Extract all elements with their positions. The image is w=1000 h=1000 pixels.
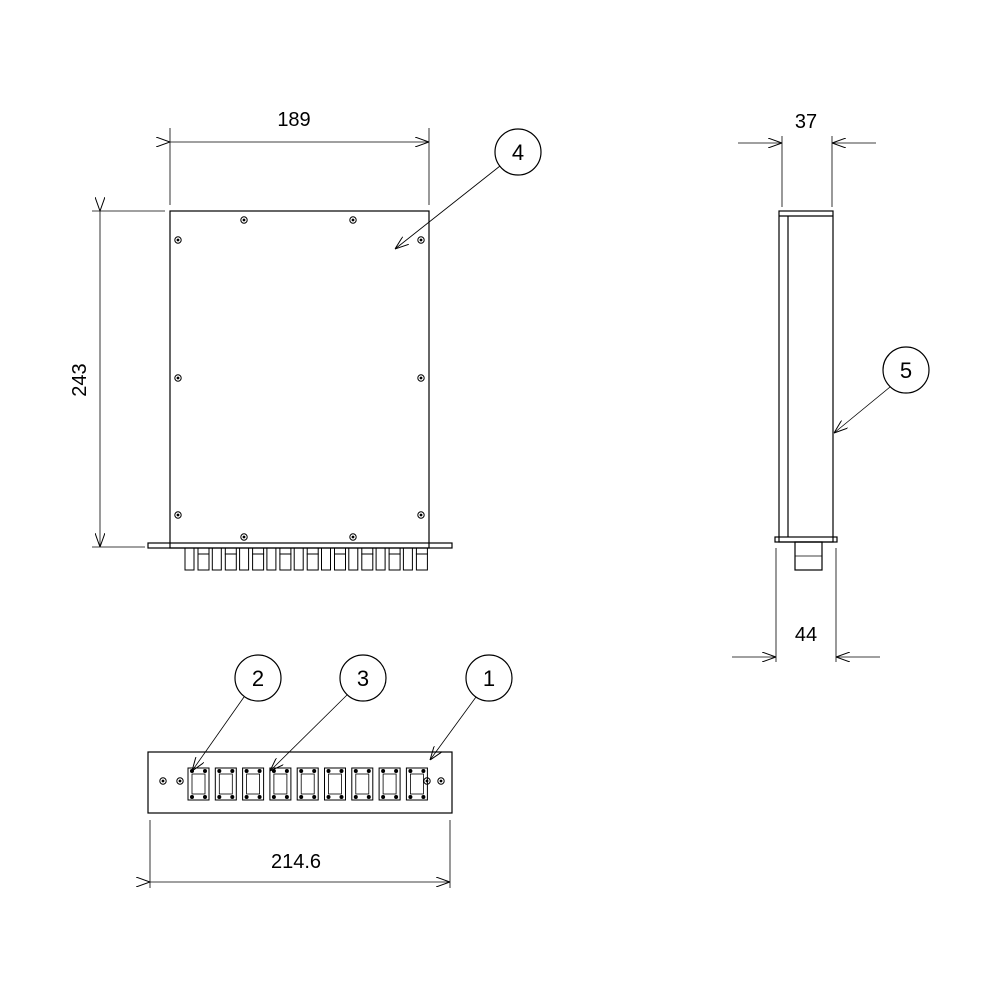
port-connector	[402, 547, 428, 571]
dimension-label-width-top: 189	[277, 109, 310, 131]
balloon-2-label: 2	[252, 666, 264, 691]
port-connector	[211, 547, 237, 571]
front-mount-flange	[147, 542, 453, 549]
port-connector	[348, 547, 374, 571]
port-adapter	[378, 767, 401, 801]
port-adapter	[187, 767, 210, 801]
balloon-3-label: 3	[357, 666, 369, 691]
side-view	[774, 210, 838, 571]
balloon-1: 1	[430, 654, 513, 760]
screw-icon	[417, 236, 425, 244]
screw-icon	[174, 236, 182, 244]
screw-icon	[437, 777, 445, 785]
screw-icon	[417, 511, 425, 519]
port-adapter	[242, 767, 265, 801]
balloon-4-label: 4	[512, 140, 524, 165]
port-connector	[184, 547, 210, 571]
screw-icon	[174, 511, 182, 519]
port-connector	[375, 547, 401, 571]
screw-icon	[174, 374, 182, 382]
balloon-5: 5	[834, 346, 930, 433]
port-adapter	[324, 767, 346, 801]
dimension-width-bottom: 214.6	[150, 820, 451, 888]
dimension-depth-bottom: 44	[732, 548, 880, 662]
bottom-port-row	[187, 767, 428, 801]
balloon-1-label: 1	[483, 666, 495, 691]
screw-icon	[240, 533, 248, 541]
dimension-depth-top: 37	[738, 111, 876, 207]
port-adapter	[405, 767, 428, 801]
port-connector	[266, 547, 292, 571]
front-screws	[174, 216, 425, 541]
balloon-2: 2	[192, 654, 282, 771]
balloon-3: 3	[270, 654, 387, 771]
dimension-label-width-bottom: 214.6	[271, 851, 321, 873]
port-adapter	[269, 767, 292, 801]
front-panel-outline	[169, 210, 430, 549]
screw-icon	[240, 216, 248, 224]
dimension-label-height: 243	[69, 363, 91, 396]
screw-icon	[349, 216, 357, 224]
screw-icon	[176, 777, 184, 785]
bottom-screws	[159, 777, 445, 785]
port-connector	[239, 547, 265, 571]
port-adapter	[214, 767, 237, 801]
dimension-label-depth-top: 37	[795, 111, 817, 133]
port-adapter	[351, 767, 374, 801]
port-adapter	[296, 767, 319, 801]
dimension-label-depth-bottom: 44	[795, 624, 817, 646]
front-port-row	[184, 547, 428, 571]
front-view	[147, 210, 453, 571]
screw-icon	[417, 374, 425, 382]
port-connector	[293, 547, 319, 571]
bottom-view	[147, 751, 453, 814]
bottom-panel-outline	[147, 751, 453, 814]
screw-icon	[159, 777, 167, 785]
dimension-width-top: 189	[170, 109, 430, 205]
dimension-height: 243	[69, 211, 165, 548]
port-connector	[321, 547, 346, 571]
screw-icon	[349, 533, 357, 541]
balloon-5-label: 5	[900, 358, 912, 383]
side-body-outline	[778, 210, 834, 543]
balloon-4: 4	[395, 128, 542, 249]
